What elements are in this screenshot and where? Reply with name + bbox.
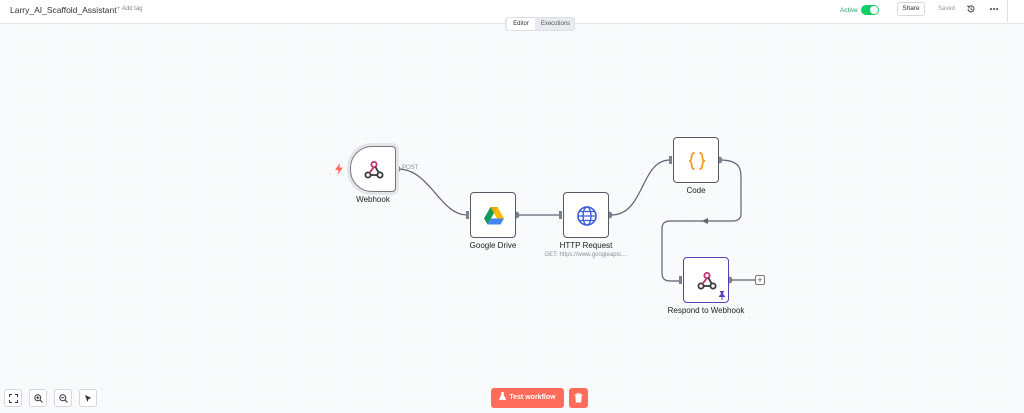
node-subtitle-http-request: GET: https://www.googleapis.... xyxy=(544,252,628,258)
globe-icon xyxy=(577,206,597,226)
node-label-webhook: Webhook xyxy=(356,195,390,204)
delete-button[interactable] xyxy=(569,388,588,408)
input-port xyxy=(679,276,682,284)
webhook-icon xyxy=(697,272,717,290)
test-workflow-button[interactable]: Test workflow xyxy=(491,388,564,408)
mode-switch: Editor Executions xyxy=(505,17,575,31)
webhook-icon xyxy=(364,161,384,179)
zoom-out-button[interactable] xyxy=(54,389,72,407)
trigger-bolt-icon xyxy=(335,163,343,175)
more-icon[interactable] xyxy=(989,4,999,14)
tidy-up-button[interactable] xyxy=(79,389,97,407)
header-divider xyxy=(1007,0,1008,22)
zoom-in-icon xyxy=(34,394,43,403)
fit-view-icon xyxy=(9,394,18,403)
node-label-respond-to-webhook: Respond to Webhook xyxy=(667,306,745,315)
add-node-button[interactable]: + xyxy=(755,275,765,285)
input-port xyxy=(466,211,469,219)
zoom-in-button[interactable] xyxy=(29,389,47,407)
add-tag-button[interactable]: + Add tag xyxy=(117,6,143,12)
tidy-up-icon xyxy=(85,395,92,402)
connection-code-respond xyxy=(661,159,742,282)
node-label-http-request: HTTP Request xyxy=(559,241,613,250)
share-button[interactable]: Share xyxy=(897,2,925,16)
tab-editor[interactable]: Editor xyxy=(507,18,535,30)
node-google-drive[interactable] xyxy=(470,192,516,238)
connection-arrow xyxy=(702,218,708,224)
input-port xyxy=(559,211,562,219)
zoom-out-icon xyxy=(59,394,68,403)
active-toggle[interactable] xyxy=(861,5,879,15)
saved-status: Saved xyxy=(938,6,956,12)
flask-icon xyxy=(499,392,507,400)
port-label: POST xyxy=(402,165,419,171)
node-webhook[interactable] xyxy=(350,146,396,192)
node-label-code: Code xyxy=(686,186,706,195)
workflow-name[interactable]: Larry_AI_Scaffold_Assistant xyxy=(10,5,117,15)
google-drive-icon xyxy=(484,207,504,225)
pin-icon xyxy=(719,291,725,300)
trash-icon xyxy=(574,393,583,403)
history-icon[interactable] xyxy=(966,4,976,14)
fit-view-button[interactable] xyxy=(4,389,22,407)
tab-executions[interactable]: Executions xyxy=(540,21,571,27)
node-label-google-drive: Google Drive xyxy=(469,241,517,250)
node-http-request[interactable] xyxy=(563,192,609,238)
connection-http-code xyxy=(610,159,671,216)
active-label: Active xyxy=(840,7,858,14)
node-code[interactable] xyxy=(673,137,719,183)
test-workflow-label: Test workflow xyxy=(509,394,556,401)
input-port xyxy=(669,156,672,164)
toggle-knob xyxy=(870,6,878,14)
code-braces-icon xyxy=(688,152,706,170)
connection-webhook-drive xyxy=(397,168,468,216)
